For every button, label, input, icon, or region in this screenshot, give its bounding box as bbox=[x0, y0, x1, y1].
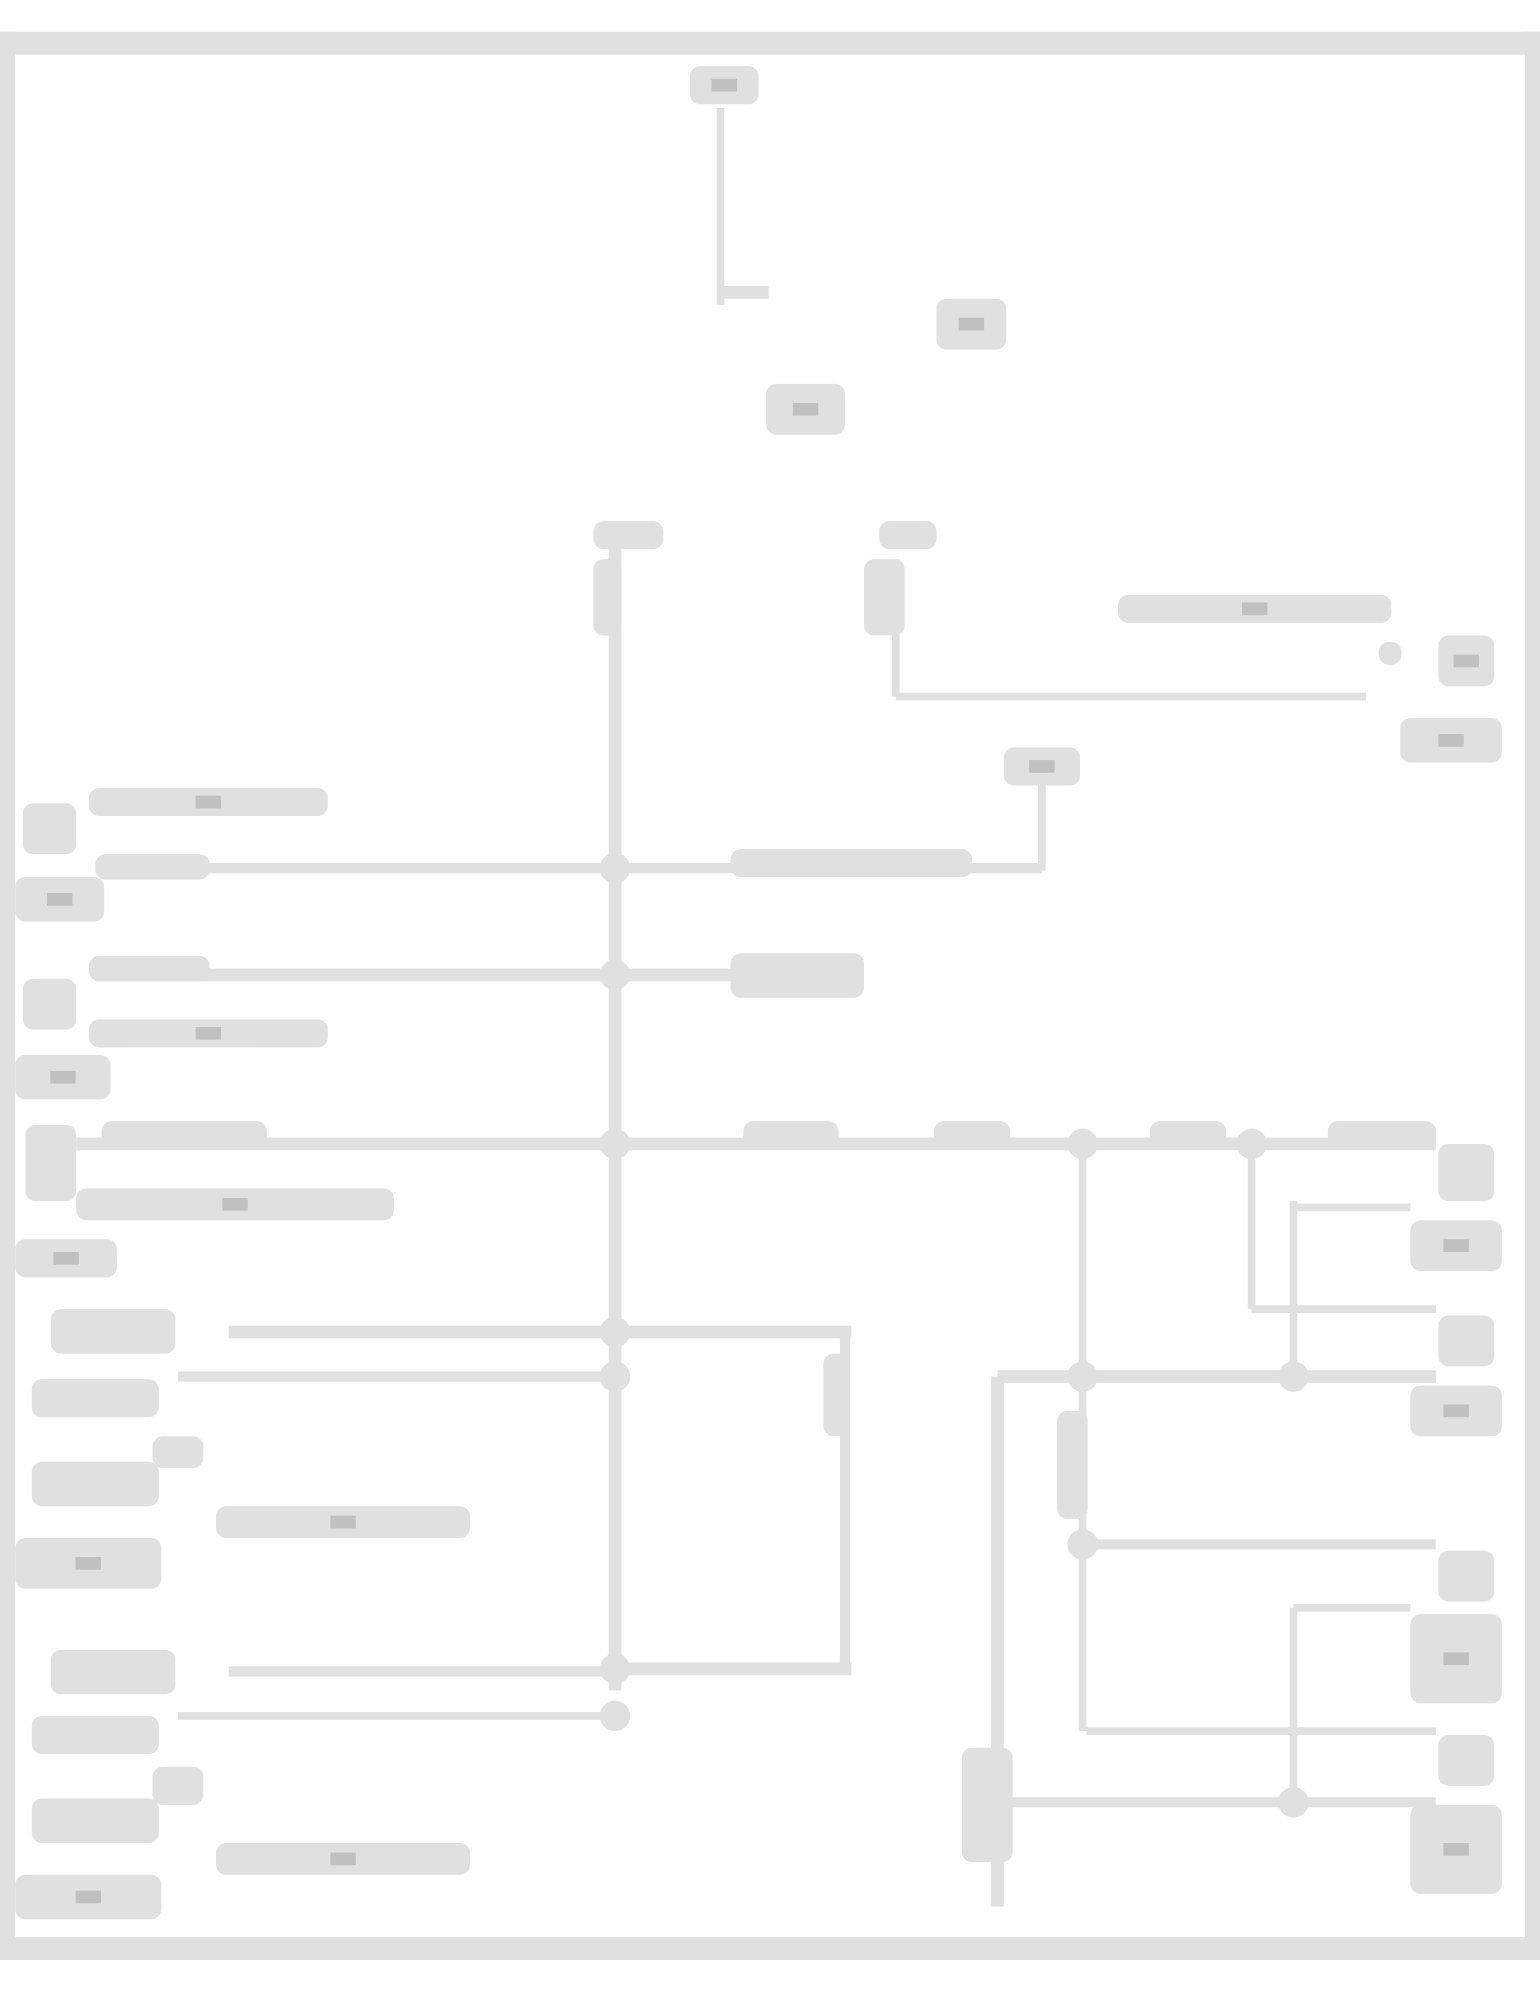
component-label-blob bbox=[25, 1124, 77, 1202]
junction bbox=[599, 1653, 631, 1685]
component-label-blob bbox=[22, 803, 77, 855]
junction bbox=[599, 959, 631, 991]
junction bbox=[599, 1316, 631, 1348]
component-label-blob bbox=[730, 953, 865, 998]
component-mark bbox=[75, 1890, 102, 1904]
component-mark bbox=[222, 1197, 248, 1211]
component-mark bbox=[1453, 654, 1480, 668]
junction bbox=[1236, 1128, 1267, 1160]
component-mark bbox=[1443, 1404, 1469, 1418]
component-label-blob bbox=[593, 559, 622, 636]
component-label-blob bbox=[593, 521, 664, 550]
component-mark bbox=[330, 1515, 356, 1529]
component-mark bbox=[1438, 734, 1464, 747]
component-label-blob bbox=[50, 1649, 176, 1695]
junction bbox=[1278, 1361, 1309, 1392]
component-label-blob bbox=[933, 1121, 1011, 1147]
frame-right bbox=[1524, 31, 1540, 1960]
component-label-blob bbox=[31, 1798, 159, 1844]
component-label-blob bbox=[961, 1747, 1013, 1863]
component-mark bbox=[1242, 602, 1268, 616]
junction bbox=[599, 1700, 631, 1732]
component-mark bbox=[1443, 1843, 1469, 1856]
junction bbox=[599, 852, 631, 884]
component-mark bbox=[330, 1852, 356, 1866]
component-label-blob bbox=[50, 1309, 176, 1354]
component-label-blob bbox=[1438, 1315, 1495, 1367]
junction bbox=[1067, 1128, 1098, 1160]
component-mark bbox=[1443, 1239, 1469, 1252]
component-label-blob bbox=[730, 849, 973, 878]
component-label-blob bbox=[95, 854, 210, 880]
component-mark bbox=[47, 892, 73, 906]
component-mark bbox=[195, 1027, 222, 1040]
diagram-frame bbox=[0, 31, 1540, 1960]
component-label-blob bbox=[1438, 1734, 1495, 1786]
junction bbox=[599, 1128, 631, 1160]
junction bbox=[1278, 1787, 1309, 1818]
component-label-blob bbox=[101, 1121, 267, 1147]
component-label-blob bbox=[743, 1121, 839, 1147]
component-label-blob bbox=[152, 1766, 204, 1805]
component-label-blob bbox=[22, 978, 77, 1030]
junction bbox=[599, 1361, 631, 1392]
junction bbox=[1067, 1361, 1098, 1392]
component-mark bbox=[53, 1251, 79, 1265]
component-mark bbox=[195, 795, 222, 809]
component-label-blob bbox=[879, 521, 937, 550]
component-label-blob bbox=[152, 1436, 204, 1469]
component-label-blob bbox=[31, 1379, 159, 1418]
junction bbox=[1067, 1529, 1098, 1560]
component-label-blob bbox=[31, 1461, 159, 1507]
component-label-blob bbox=[1149, 1121, 1227, 1147]
component-mark bbox=[711, 78, 737, 92]
component-label-blob bbox=[1438, 1143, 1495, 1202]
component-mark bbox=[1029, 760, 1055, 773]
component-mark bbox=[792, 402, 819, 416]
component-label-blob bbox=[864, 559, 905, 636]
frame-left bbox=[0, 31, 16, 1960]
component-mark bbox=[958, 317, 985, 331]
component-mark bbox=[75, 1557, 102, 1570]
component-label-blob bbox=[1057, 1410, 1088, 1519]
component-label-blob bbox=[1438, 1550, 1495, 1602]
component-label-blob bbox=[1378, 641, 1402, 665]
component-label-blob bbox=[31, 1715, 159, 1755]
component-labels bbox=[15, 66, 1502, 1920]
component-label-blob bbox=[88, 955, 210, 982]
frame-top bbox=[0, 31, 1540, 55]
component-label-blob bbox=[823, 1353, 849, 1437]
frame-bottom bbox=[0, 1937, 1540, 1960]
component-mark bbox=[50, 1070, 76, 1084]
component-label-blob bbox=[1327, 1121, 1436, 1147]
component-mark bbox=[1443, 1652, 1469, 1666]
wires bbox=[76, 108, 1436, 1907]
